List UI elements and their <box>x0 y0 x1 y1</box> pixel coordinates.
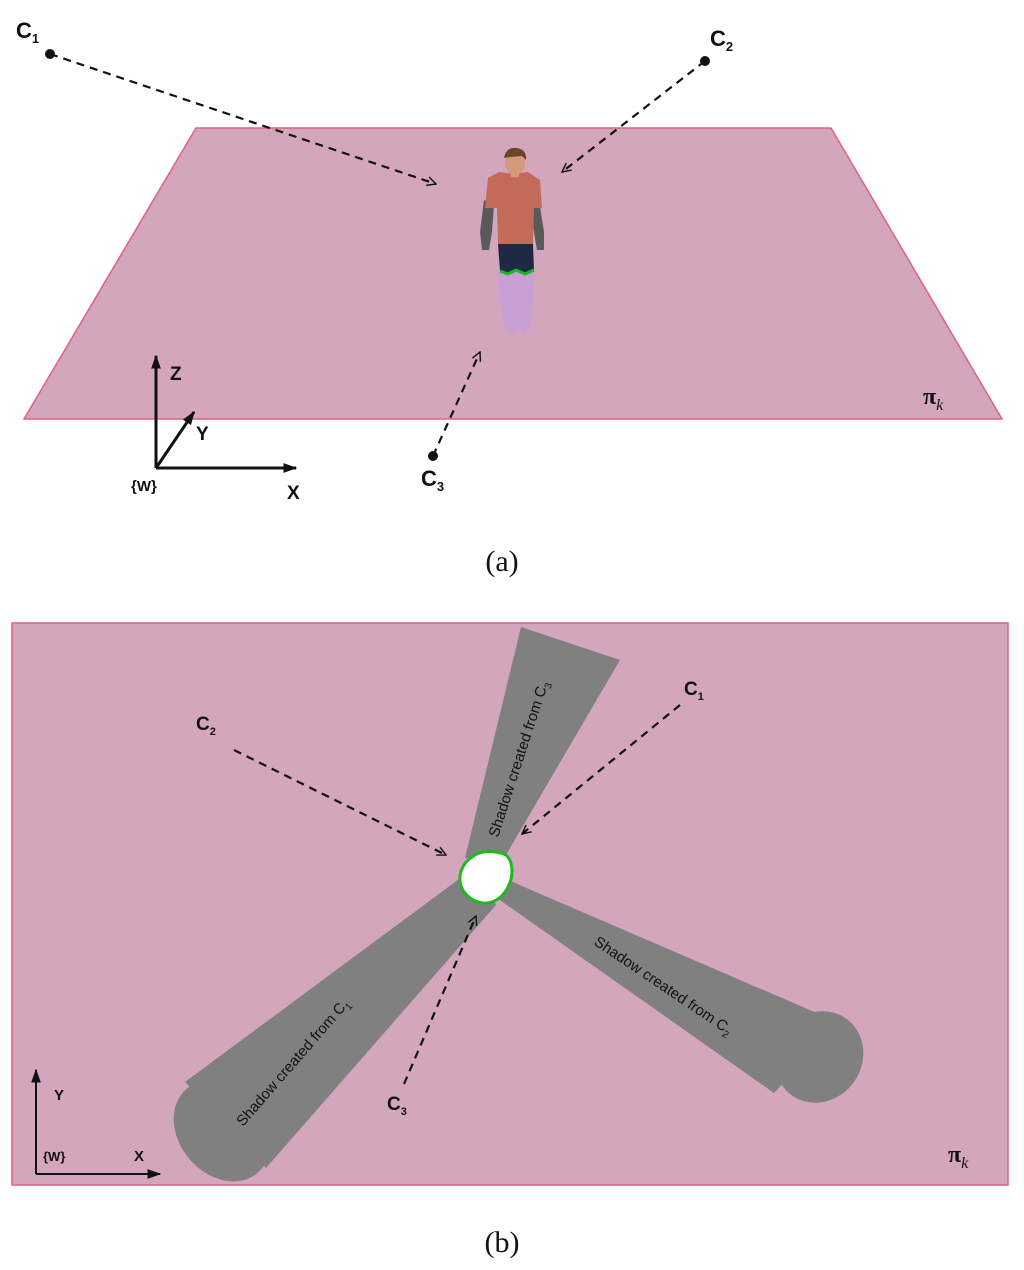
camera-c3-label: C3 <box>421 466 444 494</box>
shadow-from-c3 <box>465 627 620 860</box>
shadow-from-c2 <box>480 868 864 1103</box>
ray-c2-a <box>562 60 706 172</box>
camera-c1-label-b: C1 <box>684 679 704 703</box>
axis-origin-label-b: {W} <box>43 1149 65 1164</box>
caption-b: (b) <box>485 1226 520 1259</box>
world-axes-a: Z Y X {W} <box>131 354 300 504</box>
axis-y-label: Y <box>196 424 209 445</box>
caption-a: (a) <box>485 545 518 578</box>
ray-c1-a <box>49 52 436 184</box>
shadow-from-c1 <box>173 865 496 1182</box>
axis-x-label: X <box>287 483 300 504</box>
camera-c3-point <box>428 451 438 461</box>
person-footprint <box>458 850 514 905</box>
camera-c2-label: C2 <box>710 26 733 54</box>
axis-origin-label: {W} <box>131 478 157 495</box>
ray-c3-b <box>402 916 476 1085</box>
person-figure <box>480 147 544 334</box>
camera-c2-label-b: C2 <box>196 714 216 738</box>
ray-c1-b <box>522 704 681 834</box>
axis-y-label-b: Y <box>54 1087 64 1104</box>
plane-label-a: πk <box>923 384 944 414</box>
ray-c3-a <box>431 352 480 457</box>
camera-c1-point <box>45 49 55 59</box>
ray-c2-b <box>233 749 446 856</box>
panel-a: C1 C2 C3 Z Y X {W} πk (a) <box>16 18 1004 578</box>
camera-c3-label-b: C3 <box>387 1094 407 1118</box>
plane-label-b: πk <box>948 1142 969 1172</box>
panel-b: Shadow created from C3 Shadow created fr… <box>11 622 1009 1259</box>
axis-z-label: Z <box>170 364 182 385</box>
axis-x-label-b: X <box>134 1148 144 1165</box>
camera-c2-point <box>700 56 710 66</box>
world-axes-b: Y X {W} <box>31 1068 162 1179</box>
camera-c1-label: C1 <box>16 18 39 46</box>
